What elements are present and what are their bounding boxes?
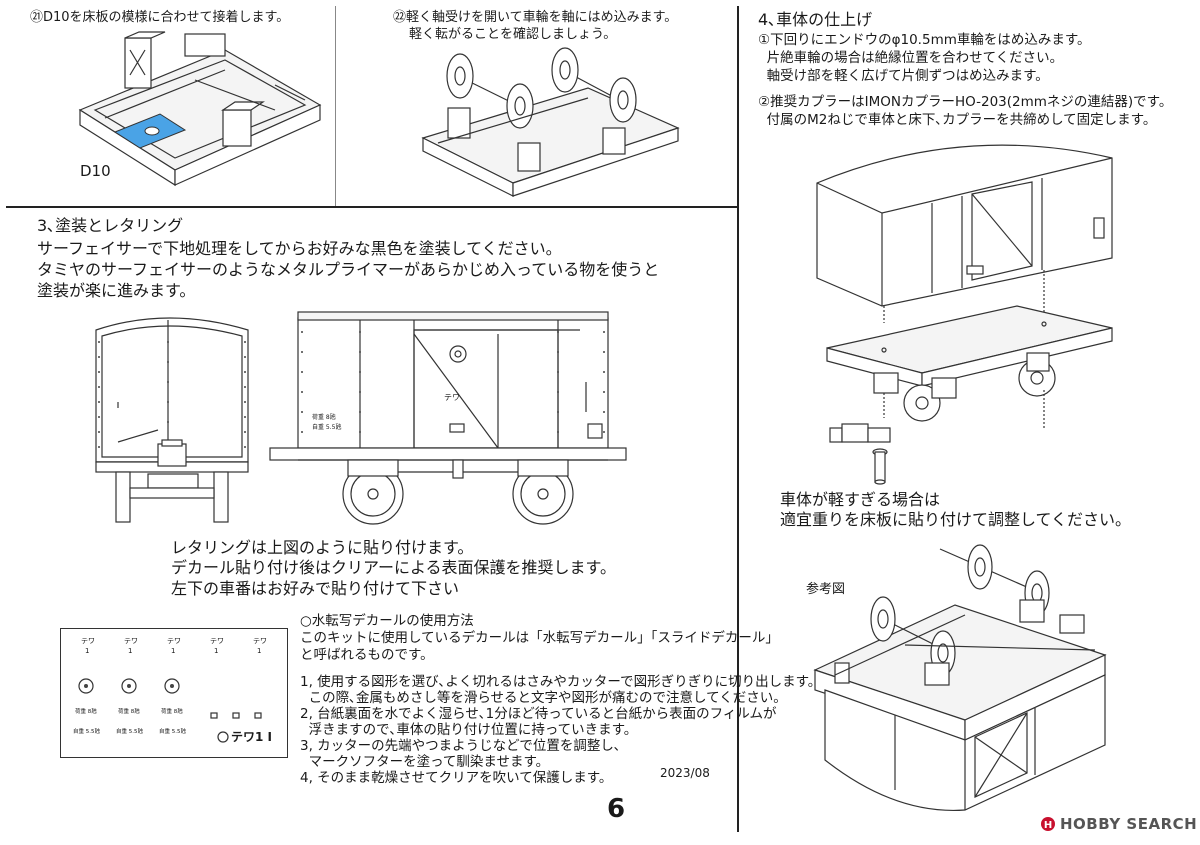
decal-step-2a: 2, 台紙裏面を水でよく湿らせ､1分ほど待っていると台紙から表面のフィルムが xyxy=(300,706,777,722)
reference-underside-illustration xyxy=(813,544,1107,812)
exploded-assembly-illustration xyxy=(816,144,1113,485)
decal-instructions-intro-2: と呼ばれるものです。 xyxy=(300,647,434,663)
weight-note-line2: 適宜重りを床板に貼り付けて調整してください。 xyxy=(780,510,1132,529)
decal-row1-sub-1: 1 xyxy=(85,647,90,655)
section3-line-3: 塗装が楽に進みます。 xyxy=(37,281,196,300)
decal-instructions-intro-1: このキットに使用しているデカールは「水転写デカール」「スライドデカール」 xyxy=(300,630,779,646)
hobby-search-logo-icon: H xyxy=(1041,817,1055,831)
section3-line-2: タミヤのサーフェイサーのようなメタルプライマーがあらかじめ入っている物を使うと xyxy=(37,260,660,279)
decal-row3-2: 自重 5.5瓲 xyxy=(116,729,143,735)
weight-note-line1: 車体が軽すぎる場合は xyxy=(780,490,941,509)
decal-step-1b: この際､金属もめさし等を滑らせると文字や図形が痛むので注意してください。 xyxy=(300,690,787,706)
decal-row2-3: 荷重 8瓲 xyxy=(161,709,183,715)
divider-vertical xyxy=(737,6,739,832)
decal-step-2b: 浮きますので､車体の貼り付け位置に持っていきます。 xyxy=(300,722,638,738)
decal-step-1a: 1, 使用する図形を選び､よく切れるはさみやカッターで図形ぎりぎりに切り出します… xyxy=(300,674,822,690)
section4-step2-line2: 付属のM2ねじで車体と床下､カプラーを共締めして固定します。 xyxy=(758,112,1157,128)
decal-step-3a: 3, カッターの先端やつまようじなどで位置を調整し､ xyxy=(300,738,621,754)
decal-big-label: テワ1 Ⅰ xyxy=(231,730,272,744)
step22-wheel-illustration xyxy=(421,47,680,197)
step21-floor-illustration xyxy=(78,31,322,187)
section3-line-1: サーフェイサーで下地処理をしてからお好みな黒色を塗装してください。 xyxy=(37,239,562,258)
step22-line1: ㉒軽く軸受けを開いて車輪を軸にはめ込みます。 xyxy=(393,10,678,25)
lettering-line-2: デカール貼り付け後はクリアーによる表面保護を推奨します。 xyxy=(171,558,616,577)
decal-row1-5: テワ xyxy=(253,637,267,645)
reference-label: 参考図 xyxy=(806,582,846,597)
decal-row3-1: 自重 5.5瓲 xyxy=(73,729,100,735)
section3-heading: 3､塗装とレタリング xyxy=(37,216,184,235)
step21-text: ㉑D10を床板の模様に合わせて接着します。 xyxy=(30,10,290,25)
divider-step21-22 xyxy=(335,6,336,206)
car-side-text-1: 荷重 8瓲 xyxy=(312,414,336,421)
section4-step1-line2: 片絶車輪の場合は絶縁位置を合わせてください。 xyxy=(758,50,1064,66)
decal-row1-3: テワ xyxy=(167,637,181,645)
decal-emblems xyxy=(78,678,262,743)
decal-row1-1: テワ xyxy=(81,637,95,645)
decal-row1-4: テワ xyxy=(210,637,224,645)
part-label-d10: D10 xyxy=(80,162,111,180)
wagon-end-view xyxy=(95,317,249,523)
decal-row1-2: テワ xyxy=(124,637,138,645)
lettering-line-3: 左下の車番はお好みで貼り付けて下さい xyxy=(171,579,460,598)
divider-horizontal-left xyxy=(6,206,738,208)
page-number: 6 xyxy=(607,794,626,824)
svg-text:H: H xyxy=(1044,820,1052,831)
decal-row1-sub-2: 1 xyxy=(128,647,133,655)
decal-instructions-title: ○水転写デカールの使用方法 xyxy=(300,613,474,629)
section4-step1-line3: 軸受け部を軽く広げて片側ずつはめ込みます。 xyxy=(758,68,1049,84)
car-kanji-label: テワ xyxy=(444,393,460,402)
hobby-search-watermark: H HOBBY SEARCH xyxy=(1040,815,1197,833)
car-side-text-2: 自重 5.5瓲 xyxy=(312,424,342,431)
lettering-line-1: レタリングは上図のように貼り付けます。 xyxy=(171,538,474,557)
decal-row1-sub-5: 1 xyxy=(257,647,262,655)
section4-step1-line1: ①下回りにエンドウのφ10.5mm車輪をはめ込みます。 xyxy=(758,32,1091,48)
decal-row1-sub-4: 1 xyxy=(214,647,219,655)
watermark-brand-text: HOBBY SEARCH xyxy=(1060,815,1198,833)
decal-row1-sub-3: 1 xyxy=(171,647,176,655)
section4-heading: 4､車体の仕上げ xyxy=(758,10,873,29)
decal-step-4: 4, そのまま乾燥させてクリアを吹いて保護します。 xyxy=(300,770,613,786)
section4-step2-line1: ②推奨カプラーはIMONカプラーHO-203(2mmネジの連結器)です。 xyxy=(758,94,1173,110)
step22-line2: 軽く転がることを確認しましょう。 xyxy=(409,27,617,42)
wagon-side-view xyxy=(269,311,627,525)
decal-sheet: テワ テワ テワ テワ テワ 1 1 1 1 1 荷重 8瓲 荷重 8瓲 荷重 … xyxy=(60,628,288,758)
decal-row2-1: 荷重 8瓲 xyxy=(75,709,97,715)
decal-row2-2: 荷重 8瓲 xyxy=(118,709,140,715)
decal-row3-3: 自重 5.5瓲 xyxy=(159,729,186,735)
page-date: 2023/08 xyxy=(660,766,710,780)
decal-step-3b: マークソフターを塗って馴染ませます。 xyxy=(300,754,550,770)
